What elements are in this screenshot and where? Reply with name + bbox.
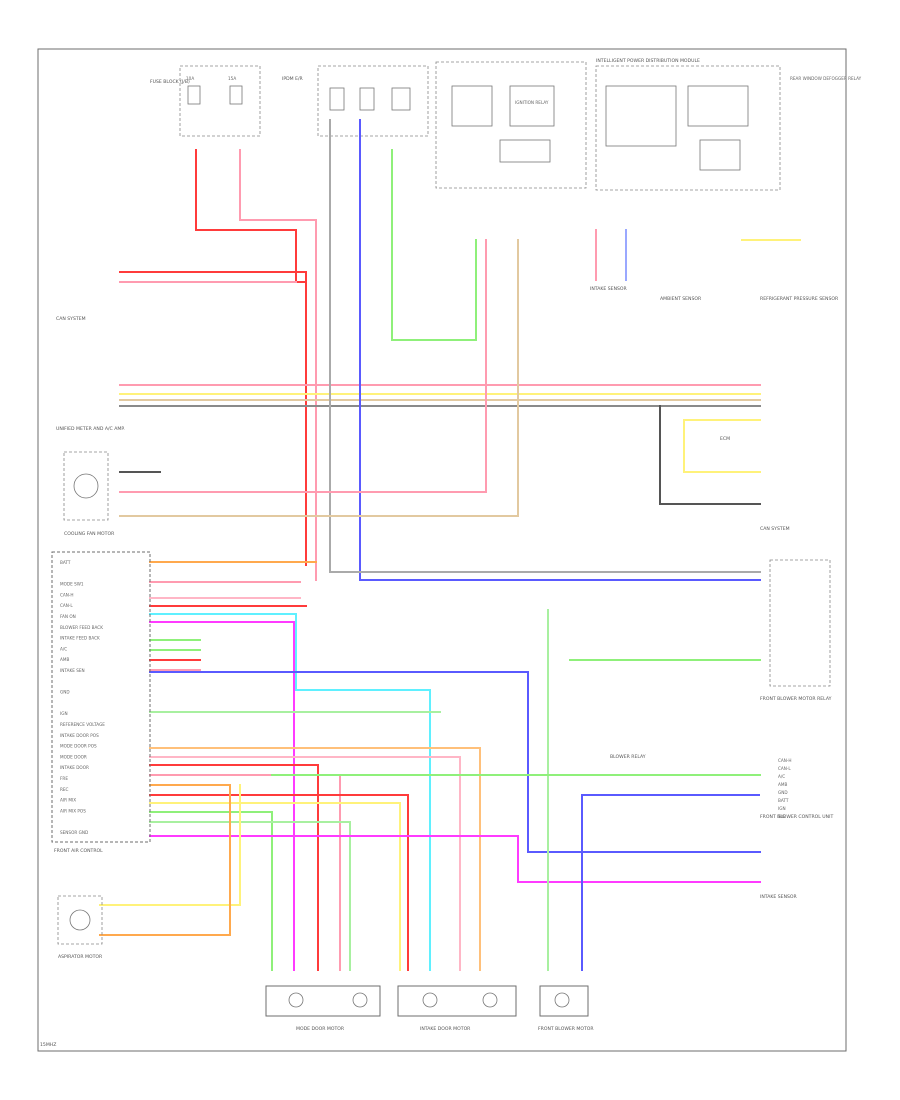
pin-label: GND — [60, 690, 70, 695]
bottom-motors: MODE DOOR MOTOR INTAKE DOOR MOTOR FRONT … — [265, 985, 594, 1032]
fuse-10a-label: 10A — [186, 76, 194, 81]
right-pin-label: CAN-L — [778, 766, 791, 771]
pin-label: AIR MIX — [60, 798, 76, 803]
front-blower-relay-label: FRONT BLOWER MOTOR RELAY — [760, 696, 832, 702]
left-can-connector: CAN SYSTEM UNIFIED METER AND A/C AMP. CO… — [56, 316, 125, 537]
pin-label: INTAKE SEN — [60, 668, 85, 673]
wire-red-feed — [195, 149, 307, 566]
pin-label: INTAKE DOOR POS — [60, 733, 99, 738]
right-pin-label: A/C — [778, 774, 785, 779]
pin-label: INTAKE FEED BACK — [60, 636, 100, 641]
wire-can-h — [119, 271, 307, 283]
ignition-relay-label: IGNITION RELAY — [515, 100, 549, 105]
wire-pink-fan — [119, 239, 487, 493]
wire-blue-front — [149, 671, 761, 853]
aspirator-motor: ASPIRATOR MOTOR — [57, 895, 103, 960]
pin-label: BLOWER FEED BACK — [60, 625, 103, 630]
wire-tan-fan — [119, 239, 519, 517]
wire-cyan-1 — [149, 613, 431, 971]
right-pin-label: IGN — [778, 806, 786, 811]
blower-relay-label: BLOWER RELAY — [610, 754, 646, 760]
fuse-box-left-label: FUSE BLOCK (J/B) — [150, 79, 190, 85]
wire-yellow-front — [149, 802, 401, 971]
ecm-right-label: ECM — [720, 436, 730, 442]
wire-yellow-loop — [683, 419, 761, 473]
pin-label: IGN — [60, 711, 68, 716]
front-blower-motor-label: FRONT BLOWER MOTOR — [538, 1026, 594, 1032]
wire-green-4 — [149, 821, 351, 971]
wire-green-ipdm — [391, 149, 477, 341]
refrigerant-sensor-label: REFRIGERANT PRESSURE SENSOR — [760, 296, 839, 302]
wire-red-4 — [149, 764, 319, 971]
wire-gray-ipdm — [329, 119, 761, 573]
intake-sensor-top-label: INTAKE SENSOR — [590, 286, 628, 292]
pin-label: MODE SW1 — [60, 582, 84, 587]
ambient-sensor-label: AMBIENT SENSOR — [660, 296, 702, 302]
pin-label: INTAKE DOOR — [60, 765, 89, 770]
fuse-box-left: FUSE BLOCK (J/B) 10A 15A — [150, 65, 261, 137]
diagram-code: 15MHZ — [40, 1042, 56, 1048]
wire-orange-aspirator — [99, 784, 231, 936]
pin-label: AMB — [60, 657, 69, 662]
right-pin-label: SIG — [778, 814, 785, 819]
wire-pink-5 — [149, 774, 341, 971]
pin-label: A/C — [60, 646, 67, 651]
pin-label: BATT — [60, 560, 71, 565]
pin-label: MODE DOOR POS — [60, 744, 97, 749]
wire-yellow-aspirator — [99, 784, 241, 906]
front-air-control-label: FRONT AIR CONTROL — [54, 848, 103, 854]
unified-meter-label: UNIFIED METER AND A/C AMP. — [56, 426, 125, 432]
pin-label: CAN-H — [60, 592, 74, 597]
can-system-left-label: CAN SYSTEM — [56, 316, 86, 322]
wire-blue-ipdm — [359, 119, 761, 581]
wire-gray-right — [659, 405, 761, 505]
right-pin-label: BATT — [778, 798, 789, 803]
pin-label: MODE DOOR — [60, 754, 87, 759]
pin-label: REFERENCE VOLTAGE — [60, 722, 105, 727]
diagram-frame — [37, 48, 847, 1052]
pin-label: AIR MIX POS — [60, 808, 86, 813]
pin-label: FRE — [60, 776, 68, 781]
pin-label: FAN ON — [60, 614, 76, 619]
rear-window-relay-label: REAR WINDOW DEFOGGER RELAY — [790, 76, 862, 81]
intake-door-motor-label: INTAKE DOOR MOTOR — [420, 1026, 471, 1032]
wire-magenta-2 — [149, 835, 761, 883]
pin-label: SENSOR GND — [60, 830, 88, 835]
wire-orange-2 — [149, 747, 481, 971]
right-pin-label: CAN-H — [778, 758, 792, 763]
wire-red-5 — [149, 794, 409, 971]
right-pin-label: GND — [778, 790, 788, 795]
can-system-right-label: CAN SYSTEM — [760, 526, 790, 532]
ipdm-center-label: IPDM E/R — [282, 76, 304, 82]
front-air-control: FRONT AIR CONTROL — [51, 551, 151, 854]
relay-box-center: IGNITION RELAY — [435, 61, 587, 189]
wires — [99, 119, 801, 971]
pin-label: REC — [60, 787, 69, 792]
wire-pink-4 — [149, 756, 461, 971]
mode-door-motor-label: MODE DOOR MOTOR — [296, 1026, 345, 1032]
pin-label: CAN-L — [60, 603, 73, 608]
cooling-fan-motor-label: COOLING FAN MOTOR — [64, 531, 115, 537]
right-components: REFRIGERANT PRESSURE SENSOR INTAKE SENSO… — [590, 286, 839, 900]
fuse-15a-label: 15A — [228, 76, 236, 81]
wire-magenta-1 — [149, 621, 295, 971]
wire-blue-right-2 — [581, 794, 760, 971]
right-pin-label: AMB — [778, 782, 787, 787]
relay-box-right: INTELLIGENT POWER DISTRIBUTION MODULE RE… — [595, 58, 862, 191]
intake-sensor-right-label: INTAKE SENSOR — [760, 894, 798, 900]
wire-green-3 — [149, 811, 273, 971]
ipdm-center: IPDM E/R — [282, 65, 429, 137]
front-blower-control-unit-label: FRONT BLOWER CONTROL UNIT — [760, 814, 833, 820]
aspirator-motor-label: ASPIRATOR MOTOR — [58, 954, 103, 960]
relay-box-right-label: INTELLIGENT POWER DISTRIBUTION MODULE — [596, 58, 700, 64]
